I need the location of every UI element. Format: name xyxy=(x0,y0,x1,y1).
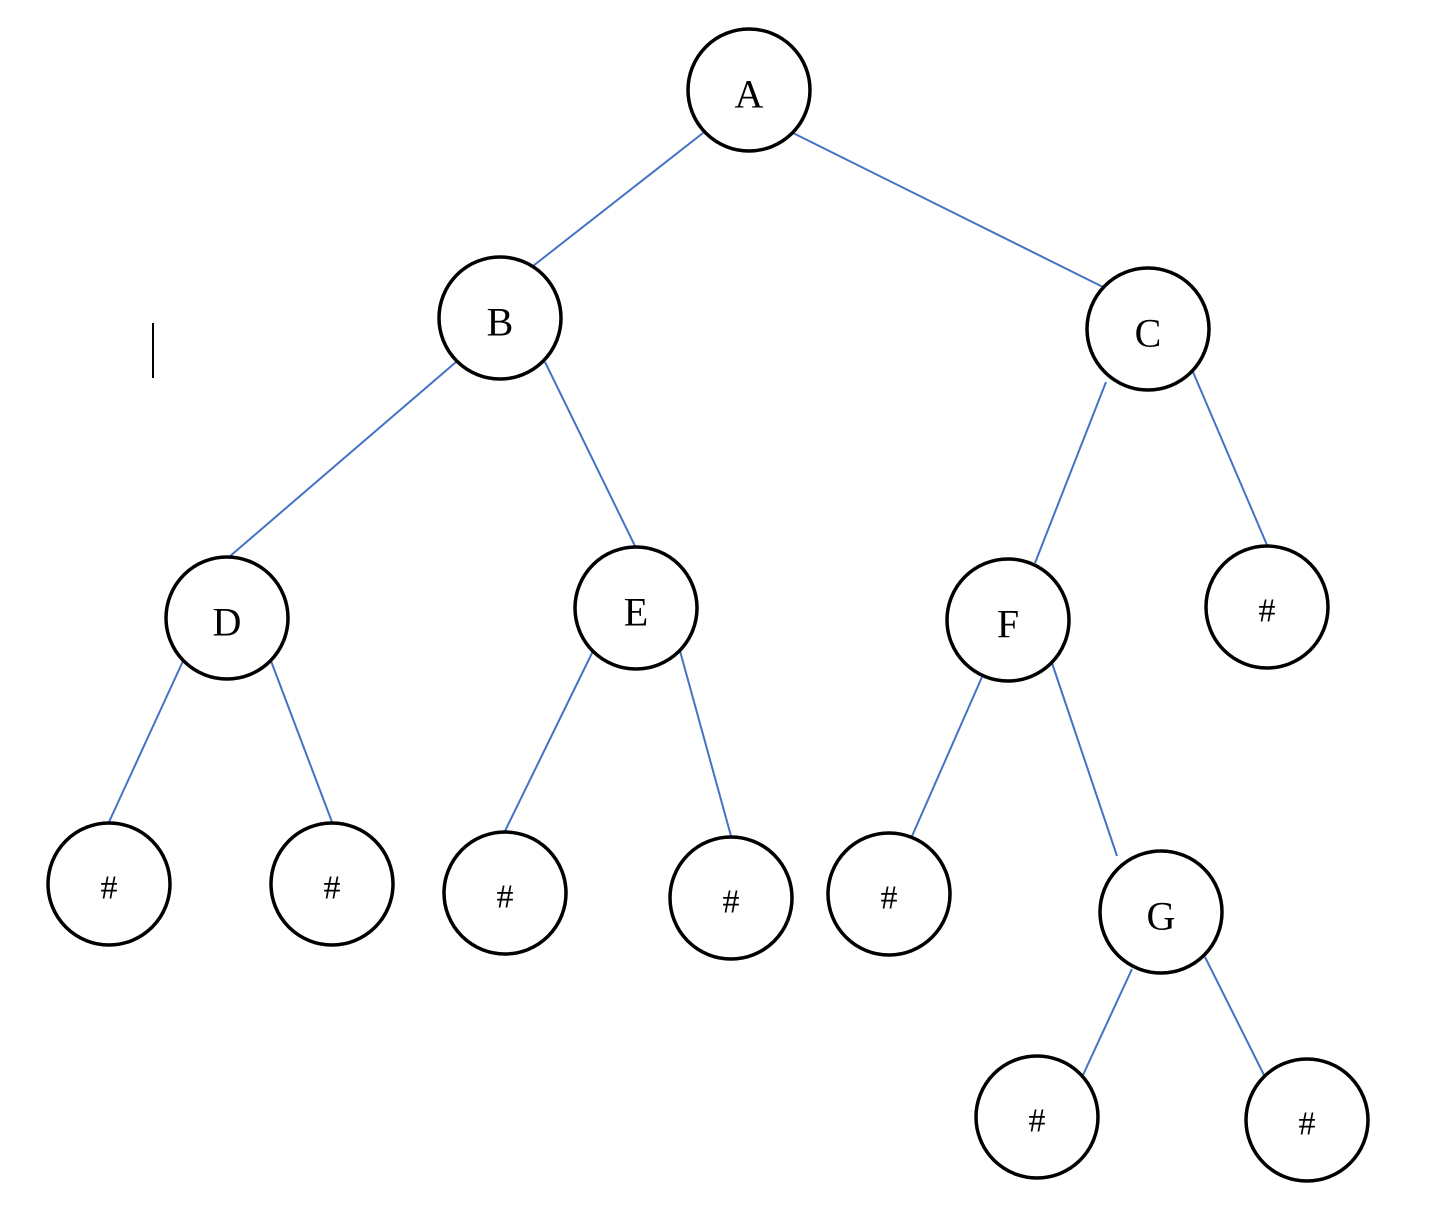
edge-b-to-e xyxy=(544,361,637,549)
null-node-n-g1: # xyxy=(974,1054,1100,1180)
node-circle xyxy=(686,27,812,153)
node-label: # xyxy=(723,884,740,921)
nodes-layer: A B C D E F # # # # # # G # # xyxy=(46,27,1370,1183)
node-circle xyxy=(46,821,172,947)
null-node-n-e2: # xyxy=(668,835,794,961)
null-node-n-d2: # xyxy=(269,821,395,947)
edge-e-to-n-e1 xyxy=(504,650,594,832)
node-label: G xyxy=(1147,894,1176,939)
node-label: # xyxy=(1259,593,1276,630)
node-label: # xyxy=(1029,1103,1046,1140)
null-node-n-f: # xyxy=(826,831,952,957)
node-label: B xyxy=(487,300,514,345)
edge-e-to-n-e2 xyxy=(679,650,732,837)
node-circle xyxy=(1085,266,1211,392)
tree-node-a: A xyxy=(686,27,812,153)
node-circle xyxy=(164,555,290,681)
node-circle xyxy=(269,821,395,947)
tree-node-e: E xyxy=(573,545,699,671)
node-circle xyxy=(1098,849,1224,975)
node-label: # xyxy=(1299,1106,1316,1143)
node-label: # xyxy=(881,880,898,917)
tree-node-b: B xyxy=(437,255,563,381)
edge-a-to-b xyxy=(532,132,704,267)
node-label: C xyxy=(1135,311,1162,356)
edge-f-to-g xyxy=(1051,662,1118,857)
null-node-n-c: # xyxy=(1204,544,1330,670)
node-circle xyxy=(974,1054,1100,1180)
edge-g-to-n-g1 xyxy=(1082,968,1133,1076)
node-label: E xyxy=(624,590,648,635)
node-label: # xyxy=(324,870,341,907)
node-label: A xyxy=(735,72,764,117)
node-circle xyxy=(1244,1057,1370,1183)
tree-node-f: F xyxy=(945,557,1071,683)
edge-a-to-c xyxy=(792,132,1104,288)
node-label: # xyxy=(497,879,514,916)
node-circle xyxy=(945,557,1071,683)
null-node-n-e1: # xyxy=(442,830,568,956)
node-label: F xyxy=(997,602,1019,647)
tree-node-c: C xyxy=(1085,266,1211,392)
null-node-n-g2: # xyxy=(1244,1057,1370,1183)
edge-b-to-d xyxy=(228,361,457,558)
node-circle xyxy=(668,835,794,961)
tree-node-g: G xyxy=(1098,849,1224,975)
node-label: # xyxy=(101,870,118,907)
node-circle xyxy=(826,831,952,957)
edge-d-to-n-d2 xyxy=(270,660,333,823)
edge-g-to-n-g2 xyxy=(1204,956,1265,1076)
edge-f-to-n-f xyxy=(908,676,983,844)
null-node-n-d1: # xyxy=(46,821,172,947)
edge-c-to-f xyxy=(1034,381,1107,564)
edge-c-to-n-c xyxy=(1192,371,1268,546)
edges-layer xyxy=(108,132,1268,1076)
node-circle xyxy=(442,830,568,956)
node-circle xyxy=(437,255,563,381)
node-label: D xyxy=(213,600,242,645)
node-circle xyxy=(573,545,699,671)
edge-d-to-n-d1 xyxy=(108,660,184,823)
node-circle xyxy=(1204,544,1330,670)
tree-node-d: D xyxy=(164,555,290,681)
